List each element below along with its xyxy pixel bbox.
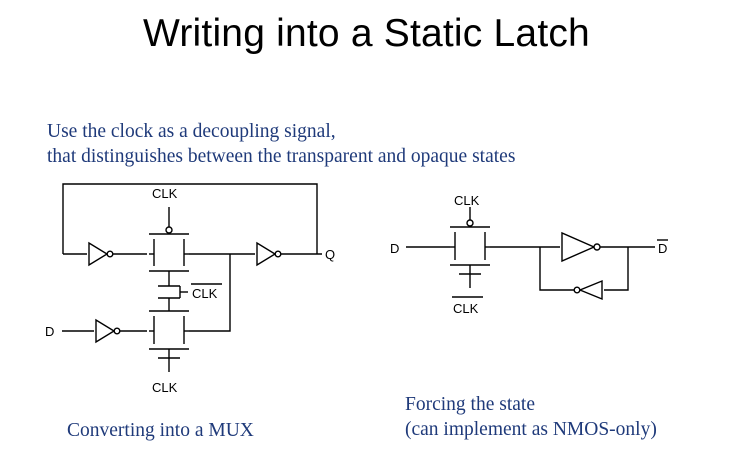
left-caption: Converting into a MUX: [67, 420, 254, 441]
left-clk-bottom-label: CLK: [152, 380, 178, 395]
right-output-label: D: [658, 241, 667, 256]
right-transmission-gate: [450, 207, 490, 288]
right-caption: Forcing the state (can implement as NMOS…: [405, 392, 657, 442]
input-inverter: [95, 318, 121, 344]
left-clk-bar-label: CLK: [192, 286, 218, 301]
feedback-weak-inverter: [573, 279, 603, 301]
subtitle-line-1: Use the clock as a decoupling signal,: [47, 121, 336, 142]
mux-latch-circuit: CLK CLK CLK D Q: [45, 183, 335, 395]
right-clk-top-label: CLK: [454, 193, 480, 208]
feedback-inverter: [88, 241, 114, 267]
transmission-gate-2: [149, 310, 189, 372]
right-input-label: D: [390, 241, 399, 256]
forcing-circuit: CLK CLK D D: [390, 193, 668, 316]
right-caption-line-1: Forcing the state: [405, 394, 535, 415]
right-feedback-wire: [539, 247, 629, 291]
forward-inverter: [561, 231, 601, 263]
page-title: Writing into a Static Latch: [143, 12, 590, 55]
left-clk-top-label: CLK: [152, 186, 178, 201]
subtitle-line-2: that distinguishes between the transpare…: [47, 146, 516, 167]
subtitle: Use the clock as a decoupling signal, th…: [47, 119, 515, 169]
output-inverter: [256, 241, 282, 267]
feedback-wire: [62, 183, 318, 254]
right-caption-line-2: (can implement as NMOS-only): [405, 419, 657, 440]
left-output-label: Q: [325, 247, 335, 262]
left-input-label: D: [45, 324, 54, 339]
transmission-gate-1: [149, 207, 189, 287]
right-clk-bar-label: CLK: [453, 301, 479, 316]
wire-gate2-to-node: [189, 254, 231, 332]
